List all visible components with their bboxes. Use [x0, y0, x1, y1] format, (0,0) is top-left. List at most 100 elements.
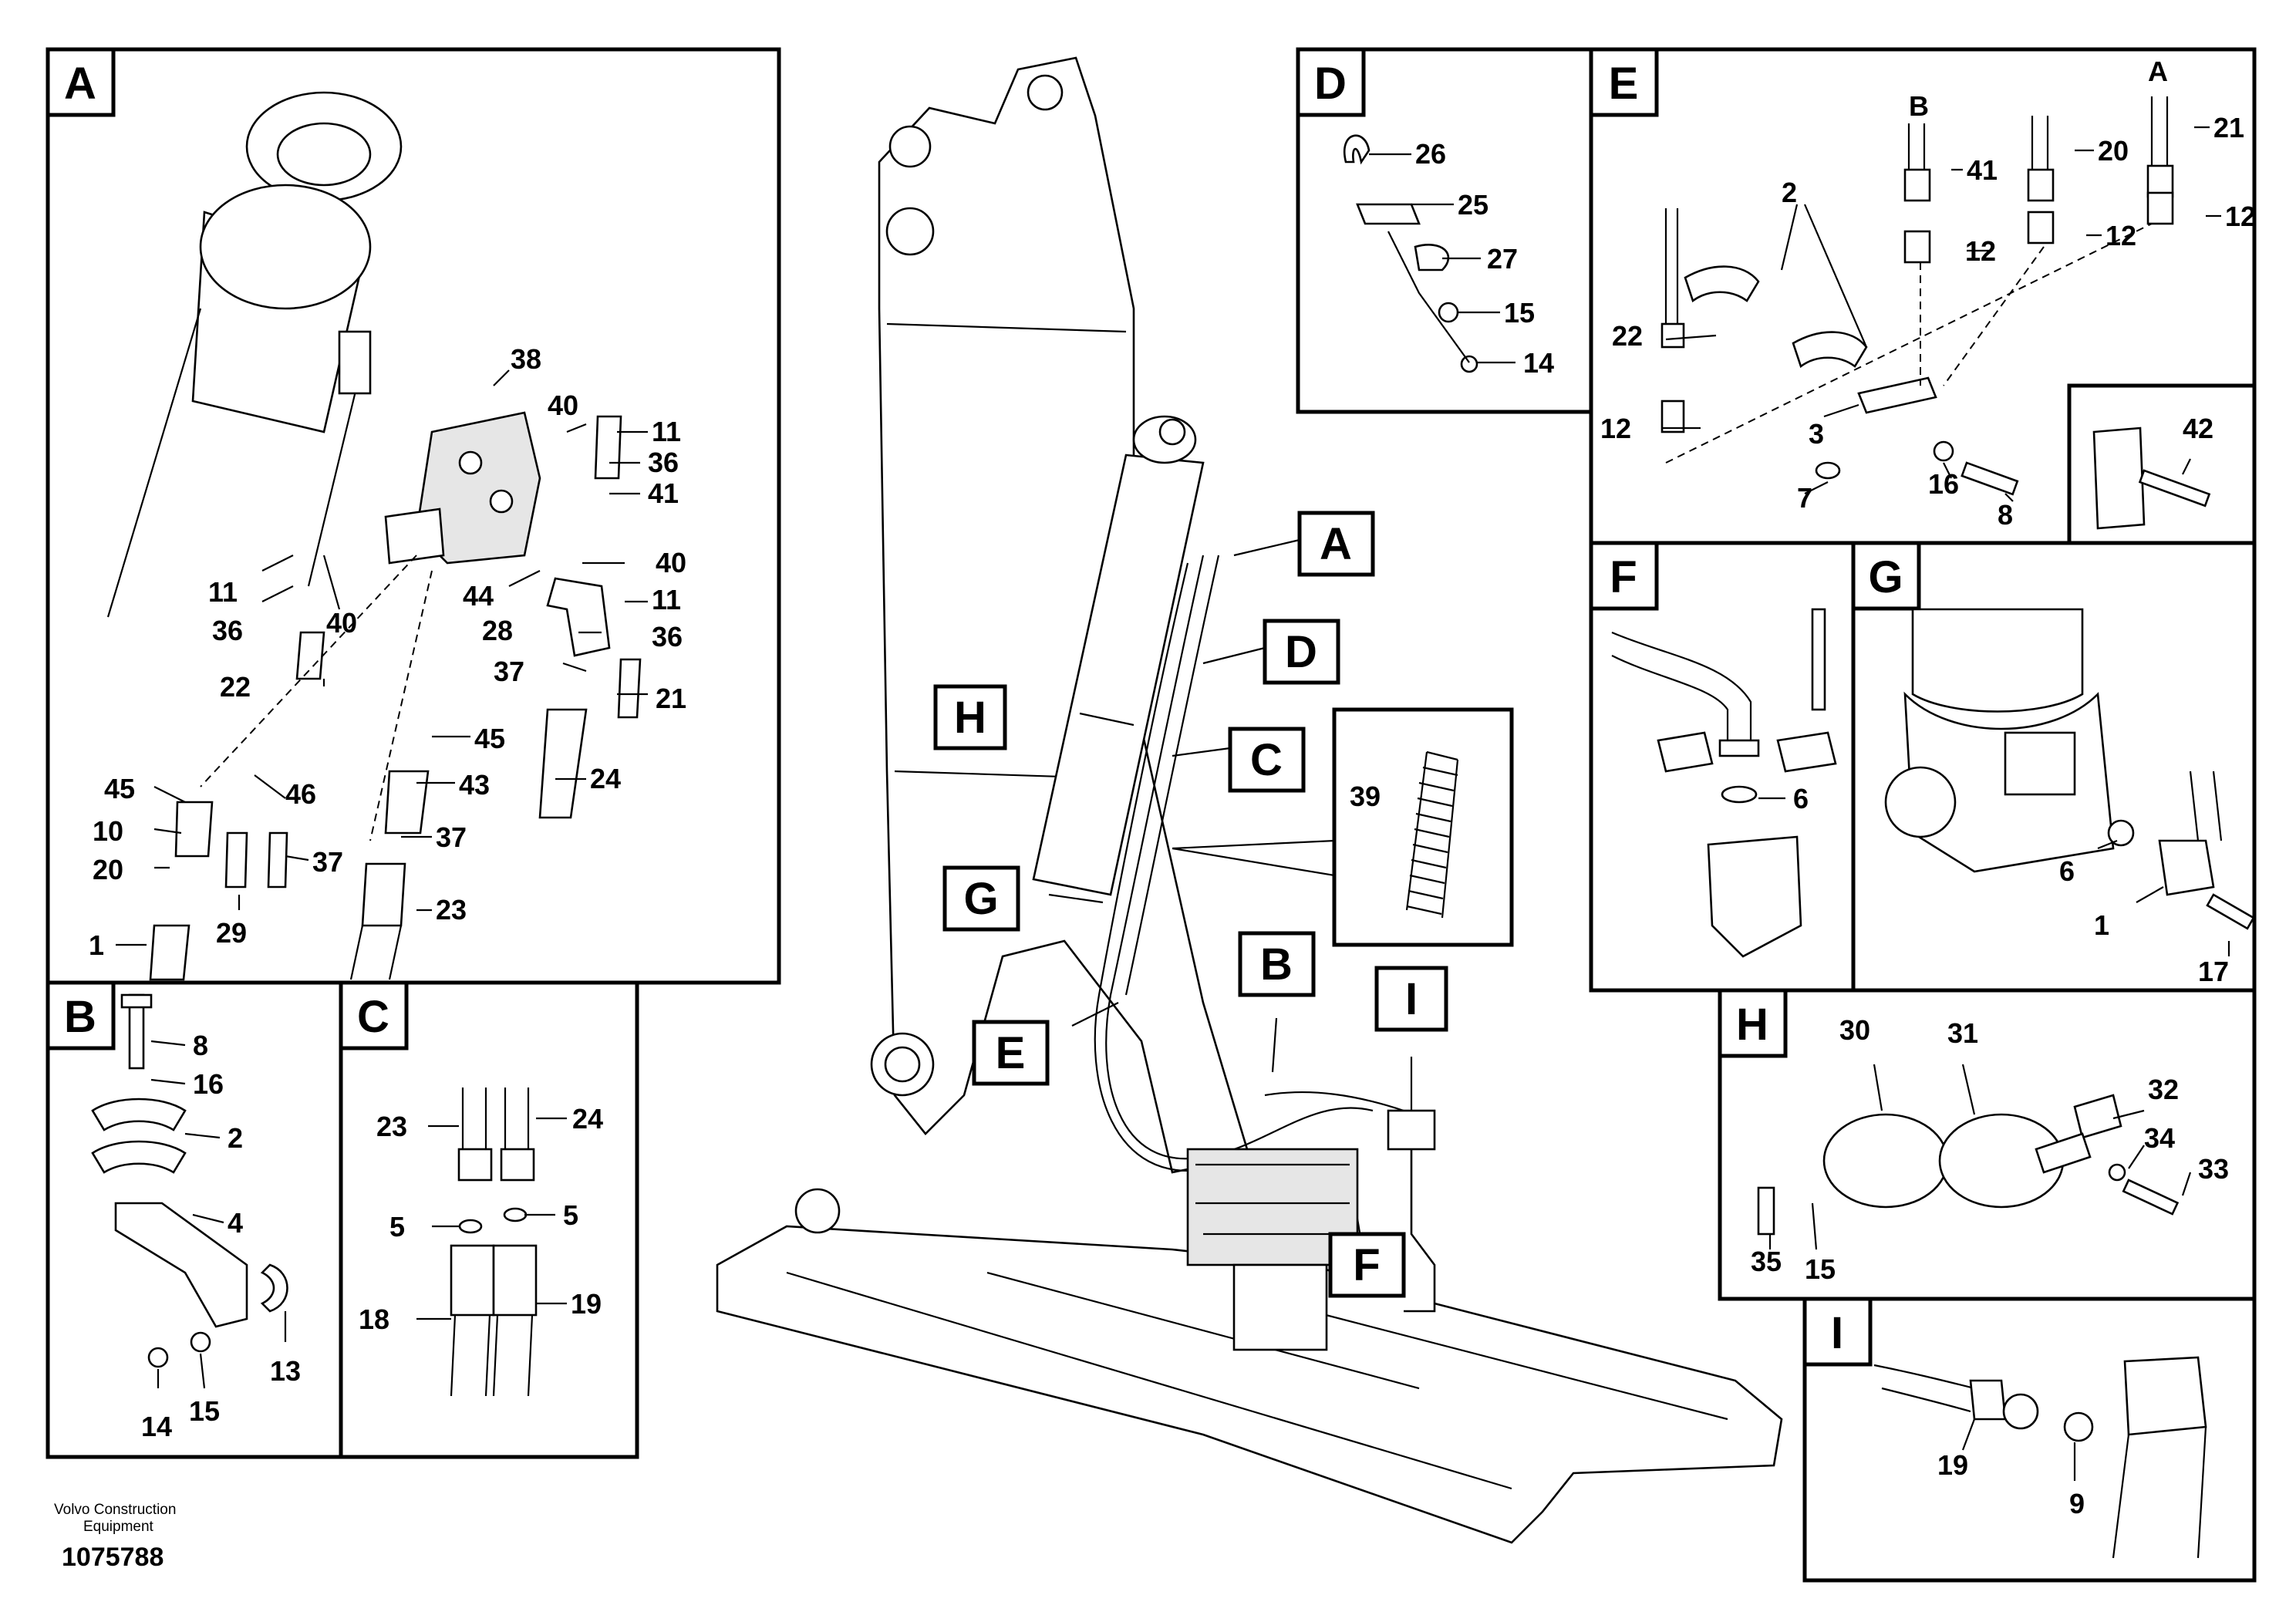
svg-text:3: 3: [1809, 418, 1824, 450]
svg-text:D: D: [1285, 627, 1317, 677]
svg-text:2: 2: [228, 1122, 243, 1154]
svg-text:44: 44: [463, 580, 494, 612]
excavator-frame-icon: [716, 56, 1783, 1544]
svg-text:43: 43: [459, 769, 490, 801]
svg-text:14: 14: [1523, 347, 1554, 379]
callout-H[interactable]: H: [933, 684, 1007, 750]
svg-text:12: 12: [2225, 201, 2256, 232]
svg-text:F: F: [1353, 1240, 1380, 1290]
callout-B[interactable]: B: [1238, 931, 1316, 997]
callout-F[interactable]: F: [1328, 1232, 1406, 1298]
callout-D[interactable]: D: [1263, 619, 1340, 685]
svg-text:22: 22: [1612, 320, 1643, 352]
callout-A[interactable]: A: [1297, 511, 1375, 577]
svg-text:I: I: [1405, 974, 1418, 1024]
panel-C: C: [339, 980, 639, 1459]
spring-icon: [1405, 750, 1459, 919]
svg-text:11: 11: [652, 416, 681, 447]
svg-text:37: 37: [494, 656, 524, 687]
svg-text:2: 2: [1782, 177, 1797, 208]
svg-text:24: 24: [590, 763, 621, 794]
svg-text:20: 20: [2098, 135, 2129, 167]
callout-E[interactable]: E: [972, 1020, 1050, 1086]
svg-text:H: H: [1736, 1000, 1768, 1050]
svg-text:14: 14: [141, 1411, 172, 1442]
svg-text:15: 15: [189, 1395, 220, 1427]
svg-text:38: 38: [511, 343, 541, 375]
svg-text:10: 10: [93, 815, 123, 847]
panel-F-labels: 6: [1793, 783, 1809, 814]
svg-text:6: 6: [1793, 783, 1809, 814]
svg-text:H: H: [954, 693, 986, 743]
svg-text:41: 41: [648, 477, 679, 509]
svg-text:C: C: [1250, 735, 1283, 785]
callout-C[interactable]: C: [1228, 727, 1306, 793]
svg-text:25: 25: [1458, 189, 1489, 221]
svg-text:45: 45: [104, 773, 135, 804]
svg-text:5: 5: [563, 1199, 578, 1231]
svg-text:18: 18: [359, 1303, 389, 1335]
svg-text:40: 40: [656, 547, 686, 578]
panel-A: A: [46, 47, 781, 985]
svg-text:5: 5: [389, 1211, 405, 1243]
svg-text:45: 45: [474, 723, 505, 754]
callout-I[interactable]: I: [1374, 966, 1448, 1032]
detail-39: 39: [1332, 707, 1514, 947]
svg-text:1: 1: [2094, 909, 2109, 941]
svg-text:22: 22: [220, 671, 251, 703]
svg-text:20: 20: [93, 854, 123, 885]
svg-text:A: A: [2148, 56, 2168, 87]
svg-text:16: 16: [1928, 468, 1959, 500]
svg-text:I: I: [1831, 1308, 1843, 1358]
svg-text:G: G: [963, 874, 998, 924]
svg-text:37: 37: [312, 846, 343, 878]
svg-text:A: A: [64, 59, 96, 109]
svg-text:A: A: [1320, 519, 1352, 569]
panel-B: B: [46, 980, 343, 1459]
svg-text:D: D: [1314, 59, 1347, 109]
svg-text:29: 29: [216, 917, 247, 949]
svg-text:8: 8: [193, 1030, 208, 1061]
svg-text:26: 26: [1415, 138, 1446, 170]
fitting-icon: [1969, 1379, 2007, 1421]
clamp-icon: [91, 1098, 187, 1131]
svg-text:36: 36: [648, 447, 679, 478]
svg-text:23: 23: [376, 1111, 407, 1142]
svg-text:21: 21: [2213, 112, 2244, 143]
callout-G[interactable]: G: [942, 865, 1020, 932]
svg-text:32: 32: [2148, 1074, 2179, 1105]
hose-icon: [450, 1088, 538, 1397]
svg-text:12: 12: [1965, 235, 1996, 267]
bolt-icon: [1961, 461, 2019, 496]
company-name: Volvo Construction: [54, 1502, 176, 1518]
svg-text:30: 30: [1839, 1014, 1870, 1046]
svg-text:36: 36: [212, 615, 243, 646]
footer: Volvo Construction Equipment 1075788: [54, 1502, 176, 1572]
svg-text:34: 34: [2144, 1122, 2175, 1154]
panel-C-labels: 23 24 5 5 18 19: [359, 1103, 603, 1335]
panel-D: D: [1296, 47, 1593, 414]
svg-text:40: 40: [548, 389, 578, 421]
svg-text:23: 23: [436, 894, 467, 926]
svg-text:33: 33: [2198, 1153, 2229, 1185]
panel-A-labels: 38 40 11 36 41 11 40 36 44 28 40 11 36 2…: [89, 343, 686, 961]
svg-text:28: 28: [482, 615, 513, 646]
svg-text:11: 11: [208, 576, 238, 608]
panel-G-labels: 6 1 17: [2059, 855, 2229, 987]
svg-text:E: E: [996, 1028, 1026, 1078]
svg-text:46: 46: [285, 778, 316, 810]
company-name-line2: Equipment: [83, 1519, 154, 1535]
svg-text:G: G: [1868, 552, 1903, 602]
svg-text:27: 27: [1487, 243, 1518, 275]
svg-text:15: 15: [1805, 1253, 1836, 1285]
svg-text:42: 42: [2183, 413, 2213, 444]
svg-text:F: F: [1610, 552, 1637, 602]
panel-E-labels: B A 41 20 21 2 12 12 12 22 12 3 7 16 8 4…: [1600, 56, 2256, 531]
svg-text:21: 21: [656, 683, 686, 714]
svg-text:1: 1: [89, 929, 104, 961]
svg-text:31: 31: [1947, 1017, 1978, 1049]
svg-text:B: B: [1909, 90, 1929, 122]
svg-text:8: 8: [1998, 499, 2013, 531]
svg-text:B: B: [64, 992, 96, 1042]
